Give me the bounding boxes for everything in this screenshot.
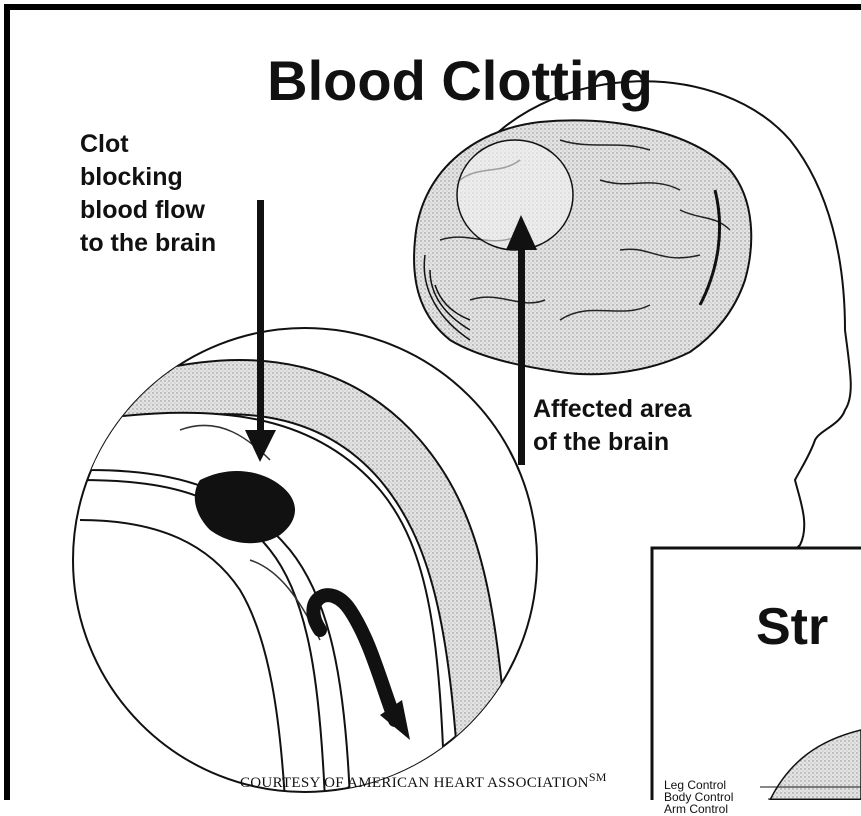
clot-label-line: to the brain bbox=[80, 227, 216, 260]
clot-label-line: blocking bbox=[80, 161, 216, 194]
affected-area-label: Affected area of the brain bbox=[533, 393, 691, 459]
courtesy-text: COURTESY OF AMERICAN HEART ASSOCIATION bbox=[240, 775, 589, 791]
affected-label-line: of the brain bbox=[533, 426, 691, 459]
clot-label-line: Clot bbox=[80, 128, 216, 161]
brain-illustration bbox=[414, 120, 751, 374]
stroke-panel bbox=[652, 548, 861, 800]
clot-label: Clot blocking blood flow to the brain bbox=[80, 128, 216, 260]
affected-label-line: Affected area bbox=[533, 393, 691, 426]
vessel-inset bbox=[73, 328, 537, 800]
stroke-panel-title: Str bbox=[756, 597, 828, 657]
page-title: Blood Clotting bbox=[0, 48, 861, 113]
arm-control-label: Arm Control bbox=[664, 802, 728, 816]
service-mark: SM bbox=[589, 770, 607, 784]
courtesy-credit: COURTESY OF AMERICAN HEART ASSOCIATIONSM bbox=[240, 770, 607, 792]
clot-label-line: blood flow bbox=[80, 194, 216, 227]
